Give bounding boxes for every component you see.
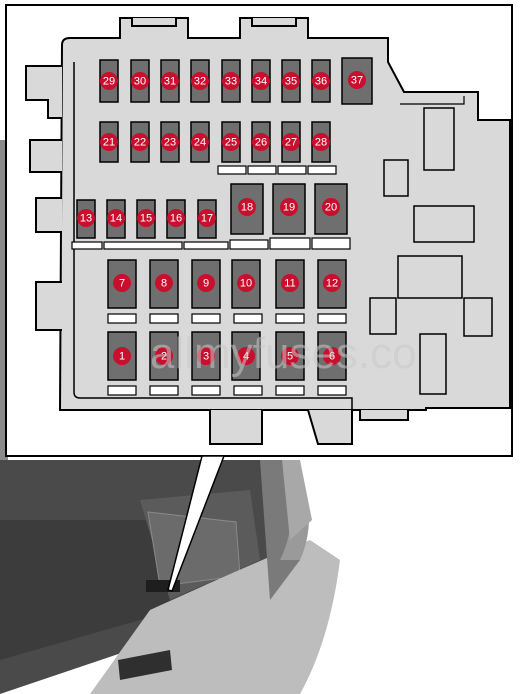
fuse-badge-18 bbox=[238, 198, 256, 216]
fuse-6 bbox=[317, 331, 347, 381]
fuse-number-label: 6 bbox=[329, 351, 335, 363]
fuse-11 bbox=[275, 259, 305, 309]
fuse-badge-25 bbox=[222, 133, 240, 151]
fuse-badge-7 bbox=[113, 274, 131, 292]
fuse-badge-21 bbox=[100, 133, 118, 151]
fuse-number-label: 23 bbox=[164, 137, 176, 149]
fuse-badge-8 bbox=[155, 274, 173, 292]
callout-pointer bbox=[167, 455, 226, 592]
fuse-number-label: 10 bbox=[240, 278, 252, 290]
fuse-number-label: 30 bbox=[134, 76, 146, 88]
fuse-badge-31 bbox=[161, 72, 179, 90]
fuse-badge-34 bbox=[252, 72, 270, 90]
fuse-badge-33 bbox=[222, 72, 240, 90]
fuse-badge-30 bbox=[131, 72, 149, 90]
fuse-badge-17 bbox=[198, 209, 216, 227]
fuse-number-label: 36 bbox=[315, 76, 327, 88]
fuse-number-label: 33 bbox=[225, 76, 237, 88]
fuse-number-label: 15 bbox=[140, 213, 152, 225]
watermark-text: allmyfuses.co bbox=[150, 329, 417, 378]
fuse-number-label: 7 bbox=[119, 278, 125, 290]
fuse-badge-6 bbox=[323, 347, 341, 365]
fuse-number-label: 21 bbox=[103, 137, 115, 149]
fuse-badge-5 bbox=[281, 347, 299, 365]
fuse-number-label: 3 bbox=[203, 351, 209, 363]
fuse-number-label: 18 bbox=[241, 202, 253, 214]
fuse-badge-29 bbox=[100, 72, 118, 90]
fuse-badge-10 bbox=[237, 274, 255, 292]
fuse-badge-4 bbox=[237, 347, 255, 365]
fuse-badge-12 bbox=[323, 274, 341, 292]
fuse-badge-3 bbox=[197, 347, 215, 365]
fuse-4 bbox=[231, 331, 261, 381]
fuse-badge-35 bbox=[282, 72, 300, 90]
fuse-number-label: 27 bbox=[285, 137, 297, 149]
relays bbox=[369, 107, 493, 395]
fuse-badge-36 bbox=[312, 72, 330, 90]
fuse-number-label: 5 bbox=[287, 351, 293, 363]
fuse-number-label: 16 bbox=[170, 213, 182, 225]
fuse-badge-24 bbox=[191, 133, 209, 151]
fuse-number-label: 22 bbox=[134, 137, 146, 149]
fuse-number-label: 11 bbox=[284, 278, 295, 290]
fuse-badge-23 bbox=[161, 133, 179, 151]
fuse-badge-37 bbox=[348, 71, 366, 89]
fuse-number-label: 25 bbox=[225, 137, 237, 149]
fuse-number-label: 34 bbox=[255, 76, 267, 88]
fuse-number-label: 4 bbox=[243, 351, 249, 363]
fuse-badge-19 bbox=[280, 198, 298, 216]
fuse-number-label: 24 bbox=[194, 137, 206, 149]
fuse-badge-11 bbox=[281, 274, 299, 292]
panel-left-tabs bbox=[25, 65, 62, 331]
fuse-number-label: 28 bbox=[315, 137, 327, 149]
fuse-badge-16 bbox=[167, 209, 185, 227]
fuse-number-label: 13 bbox=[80, 213, 92, 225]
fuse-number-label: 26 bbox=[255, 137, 267, 149]
fuse-number-label: 20 bbox=[325, 202, 337, 214]
fuse-badge-28 bbox=[312, 133, 330, 151]
fuse-badge-2 bbox=[155, 347, 173, 365]
fuse-number-label: 31 bbox=[164, 76, 176, 88]
fuse-number-label: 37 bbox=[351, 75, 363, 87]
panel-top-tabs bbox=[131, 18, 297, 27]
fuse-number-label: 17 bbox=[201, 213, 213, 225]
fuse-number-label: 8 bbox=[161, 278, 167, 290]
fuse-badge-1 bbox=[113, 347, 131, 365]
fuse-badge-20 bbox=[322, 198, 340, 216]
fuse-badge-27 bbox=[282, 133, 300, 151]
fuse-badge-26 bbox=[252, 133, 270, 151]
fuse-number-label: 2 bbox=[161, 351, 167, 363]
fuse-number-label: 14 bbox=[110, 213, 122, 225]
fuse-badge-32 bbox=[191, 72, 209, 90]
fuse-badge-15 bbox=[137, 209, 155, 227]
fuse-number-label: 32 bbox=[194, 76, 206, 88]
fuse-number-label: 35 bbox=[285, 76, 297, 88]
fuse-number-label: 29 bbox=[103, 76, 115, 88]
fuse-badge-14 bbox=[107, 209, 125, 227]
fuse-number-label: 12 bbox=[326, 278, 338, 290]
fuse-badge-13 bbox=[77, 209, 95, 227]
trunk-photo bbox=[0, 440, 524, 694]
connector-strips bbox=[71, 165, 351, 396]
fuse-badge-22 bbox=[131, 133, 149, 151]
fuse-number-label: 1 bbox=[119, 351, 125, 363]
fuse-number-label: 19 bbox=[283, 202, 295, 214]
fuse-badge-9 bbox=[197, 274, 215, 292]
panel-inner-edge bbox=[73, 62, 353, 410]
photo-edge bbox=[0, 140, 8, 460]
panel-bottom-tabs bbox=[209, 409, 409, 445]
fuse-number-label: 9 bbox=[203, 278, 209, 290]
